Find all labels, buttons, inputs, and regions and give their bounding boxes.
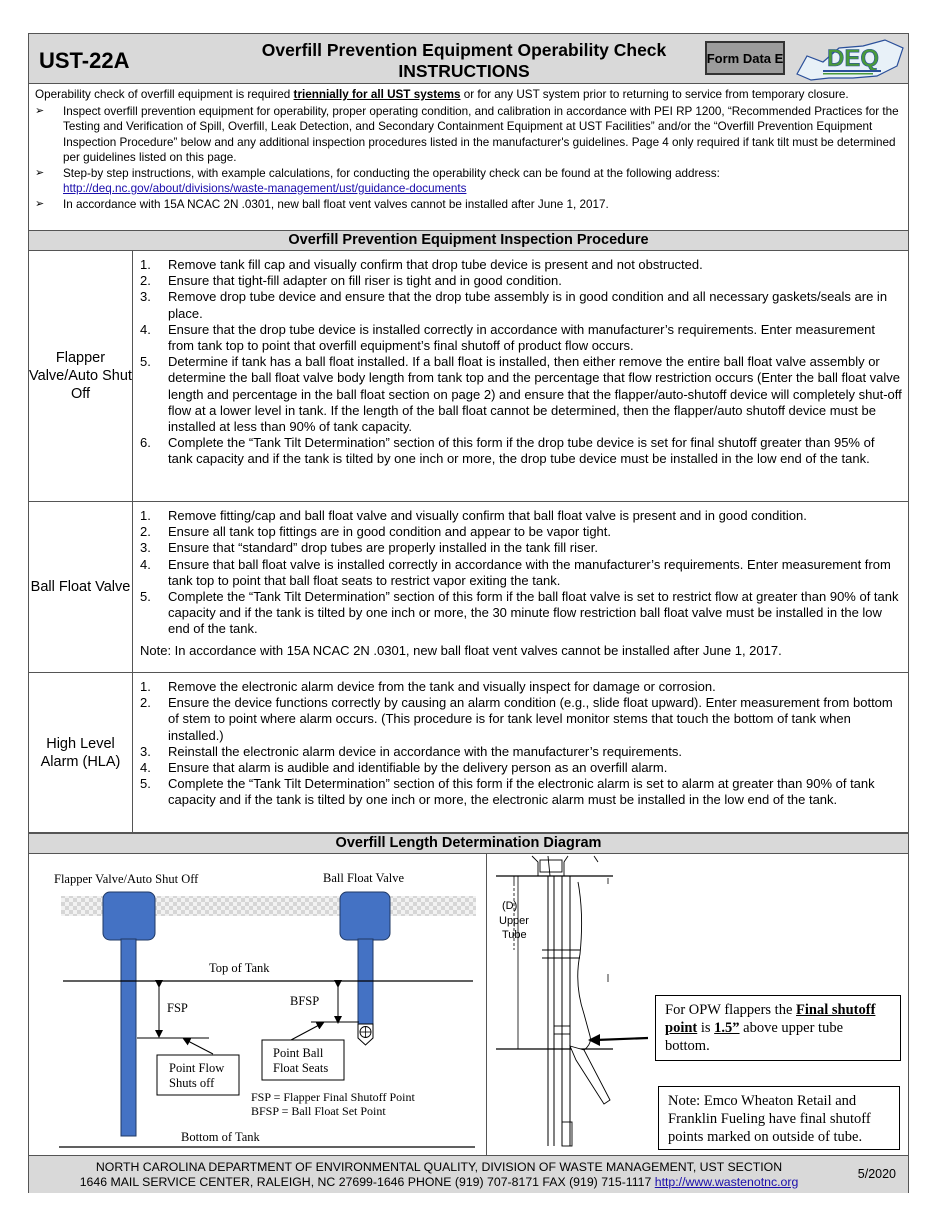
hla-label: High Level Alarm (HLA) — [29, 673, 133, 832]
list-item: 3.Ensure that “standard” drop tubes are … — [140, 540, 598, 556]
bottom-of-tank-label: Bottom of Tank — [181, 1130, 261, 1144]
procedure-section-title: Overfill Prevention Equipment Inspection… — [29, 230, 908, 251]
list-item: 1.Remove the electronic alarm device fro… — [140, 679, 716, 694]
ballfloat-note: Note: In accordance with 15A NCAC 2N .03… — [140, 642, 782, 658]
footer-line1: NORTH CAROLINA DEPARTMENT OF ENVIRONMENT… — [95, 1160, 783, 1174]
svg-text:Shuts off: Shuts off — [169, 1076, 215, 1090]
intro-bullet: ➢Step-by step instructions, with example… — [35, 166, 720, 196]
svg-text:DEQ: DEQ — [827, 45, 879, 72]
deq-logo: DEQ — [796, 39, 904, 81]
flapper-gate-icon — [569, 1045, 611, 1105]
list-item: 2.Ensure the device functions correctly … — [140, 695, 893, 743]
list-item: 4.Ensure that the drop tube device is in… — [140, 321, 875, 354]
intro-bullet: ➢In accordance with 15A NCAC 2N .0301, n… — [35, 197, 609, 211]
flapper-drop-tube — [120, 938, 137, 1137]
list-item: 4.Ensure that alarm is audible and ident… — [140, 760, 668, 776]
top-of-tank-label: Top of Tank — [209, 961, 270, 975]
footer-link[interactable]: http://www.wastenotnc.org — [654, 1175, 799, 1189]
footer-line2: 1646 MAIL SERVICE CENTER, RALEIGH, NC 27… — [79, 1175, 799, 1189]
hla-steps: 1.Remove the electronic alarm device fro… — [140, 679, 902, 809]
arrow-bullet-icon: ➢ — [35, 197, 45, 210]
form-data-button[interactable]: Form Data E — [705, 41, 785, 75]
svg-text:Float Seats: Float Seats — [273, 1061, 328, 1075]
intro-section: Operability check of overfill equipment … — [29, 84, 908, 230]
list-item: 6.Complete the “Tank Tilt Determination”… — [140, 435, 875, 467]
opw-callout: For OPW flappers the Final shutoff point… — [655, 995, 901, 1061]
list-item: 5.Complete the “Tank Tilt Determination”… — [140, 776, 875, 808]
legend-bfsp: BFSP = Ball Float Set Point — [251, 1104, 386, 1118]
emco-franklin-note: Note: Emco Wheaton Retail and Franklin F… — [658, 1086, 900, 1150]
overfill-diagram: Flapper Valve/Auto Shut Off Ball Float V… — [29, 854, 908, 1155]
flapper-steps: 1.Remove tank fill cap and visually conf… — [140, 257, 902, 468]
tube-label: Tube — [502, 929, 527, 941]
tank-diagram: Flapper Valve/Auto Shut Off Ball Float V… — [54, 871, 476, 1148]
form-id: UST-22A — [39, 48, 130, 73]
flapper-row: Flapper Valve/Auto Shut Off 1.Remove tan… — [29, 251, 908, 502]
ballfloat-diagram-label: Ball Float Valve — [323, 871, 404, 885]
revision-date: 5/2020 — [857, 1167, 896, 1181]
point-flow-box — [156, 1054, 240, 1096]
intro-bullet: ➢Inspect overfill prevention equipment f… — [35, 104, 899, 165]
list-item: 2.Ensure that tight-fill adapter on fill… — [140, 273, 562, 289]
arrow-bullet-icon: ➢ — [35, 104, 45, 117]
form-title-line1: Overfill Prevention Equipment Operabilit… — [261, 40, 667, 60]
list-item: 3.Remove drop tube device and ensure tha… — [140, 289, 888, 321]
form-header: UST-22A Overfill Prevention Equipment Op… — [29, 34, 908, 84]
opw-flapper-drawing: (D) Upper Tube — [496, 855, 649, 1147]
list-item: 3.Reinstall the electronic alarm device … — [140, 743, 682, 759]
legend-fsp: FSP = Flapper Final Shutoff Point — [251, 1090, 415, 1104]
point-ball-box — [261, 1039, 345, 1081]
diagram-section-title: Overfill Length Determination Diagram — [29, 833, 908, 854]
list-item: 4.Ensure that ball float valve is instal… — [140, 556, 891, 588]
diagram-left-panel: Flapper Valve/Auto Shut Off Ball Float V… — [29, 854, 487, 1155]
fsp-label: FSP — [167, 1001, 188, 1015]
intro-lead: Operability check of overfill equipment … — [35, 88, 849, 101]
ballfloat-device-icon — [339, 891, 391, 941]
upper-label: Upper — [499, 915, 529, 927]
svg-text:Point Ball: Point Ball — [273, 1046, 324, 1060]
guidance-link[interactable]: http://deq.nc.gov/about/divisions/waste-… — [63, 182, 467, 195]
list-item: 1.Remove tank fill cap and visually conf… — [140, 257, 703, 272]
page-footer: NORTH CAROLINA DEPARTMENT OF ENVIRONMENT… — [29, 1155, 908, 1193]
list-item: 5.Complete the “Tank Tilt Determination”… — [140, 589, 899, 637]
d-label: (D) — [502, 900, 517, 912]
svg-text:Point Flow: Point Flow — [169, 1061, 224, 1075]
form-page: UST-22A Overfill Prevention Equipment Op… — [28, 33, 909, 1193]
ballfloat-steps: 1.Remove fitting/cap and ball float valv… — [140, 508, 902, 659]
bfsp-label: BFSP — [290, 994, 319, 1008]
flapper-diagram-label: Flapper Valve/Auto Shut Off — [54, 872, 199, 886]
list-item: 5.Determine if tank has a ball float ins… — [140, 354, 902, 435]
flapper-device-icon — [102, 891, 156, 941]
form-title: Overfill Prevention Equipment Operabilit… — [229, 40, 699, 82]
list-item: 1.Remove fitting/cap and ball float valv… — [140, 508, 807, 523]
diagram-right-panel: (D) Upper Tube — [488, 854, 908, 1155]
arrow-bullet-icon: ➢ — [35, 166, 45, 179]
form-title-line2: INSTRUCTIONS — [398, 61, 530, 81]
flapper-label: Flapper Valve/Auto Shut Off — [29, 251, 133, 501]
ballfloat-row: Ball Float Valve 1.Remove fitting/cap an… — [29, 502, 908, 673]
ballfloat-label: Ball Float Valve — [29, 502, 133, 672]
list-item: 2.Ensure all tank top fittings are in go… — [140, 524, 612, 540]
hla-row: High Level Alarm (HLA) 1.Remove the elec… — [29, 673, 908, 833]
